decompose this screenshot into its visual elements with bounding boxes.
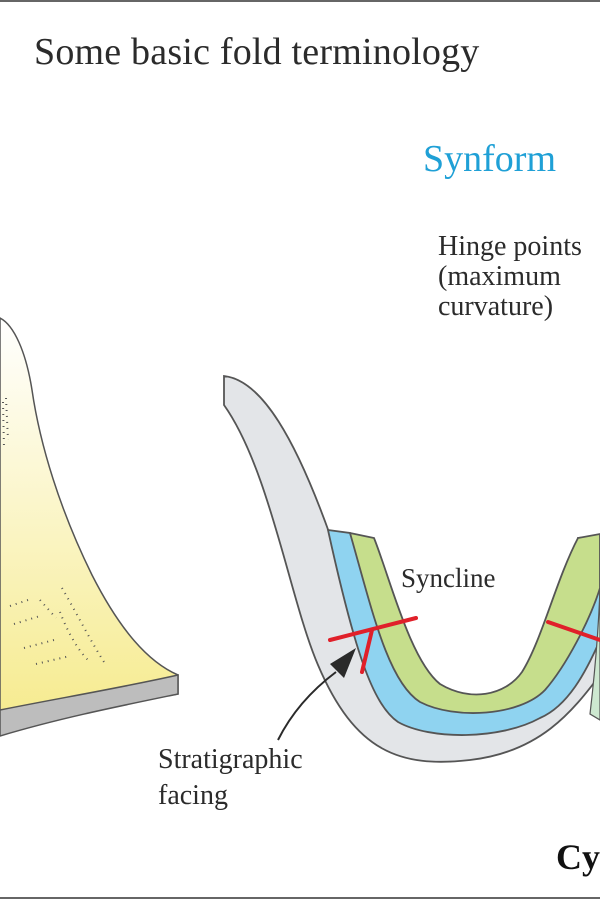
hinge-points-label: Hinge points (maximum curvature) — [438, 232, 582, 322]
antiform-dotted-trace-6 — [39, 599, 57, 619]
antiform-block — [0, 317, 179, 737]
antiform-base — [0, 674, 179, 737]
stratigraphic-facing-line-1: Stratigraphic — [158, 744, 303, 775]
hinge-points-line-2: (maximum — [438, 261, 561, 292]
stratigraphic-facing-label: Stratigraphic facing — [158, 742, 303, 814]
antiform-surface — [0, 317, 179, 723]
synform-right-layer — [589, 589, 600, 721]
stratigraphic-facing-line-2: facing — [158, 780, 228, 811]
facing-symbol-left — [328, 616, 418, 674]
hinge-points-line-1: Hinge points — [438, 231, 582, 262]
synform-inner-layer — [348, 531, 600, 714]
synform-label: Synform — [423, 138, 556, 180]
syncline-label: Syncline — [401, 563, 496, 593]
page-title: Some basic fold terminology — [34, 31, 480, 73]
facing-symbol-right — [546, 620, 600, 642]
hinge-points-line-3: curvature) — [438, 291, 554, 322]
stratigraphic-facing-arrow — [277, 648, 356, 741]
cylindrical-label-fragment: Cy — [556, 837, 600, 877]
